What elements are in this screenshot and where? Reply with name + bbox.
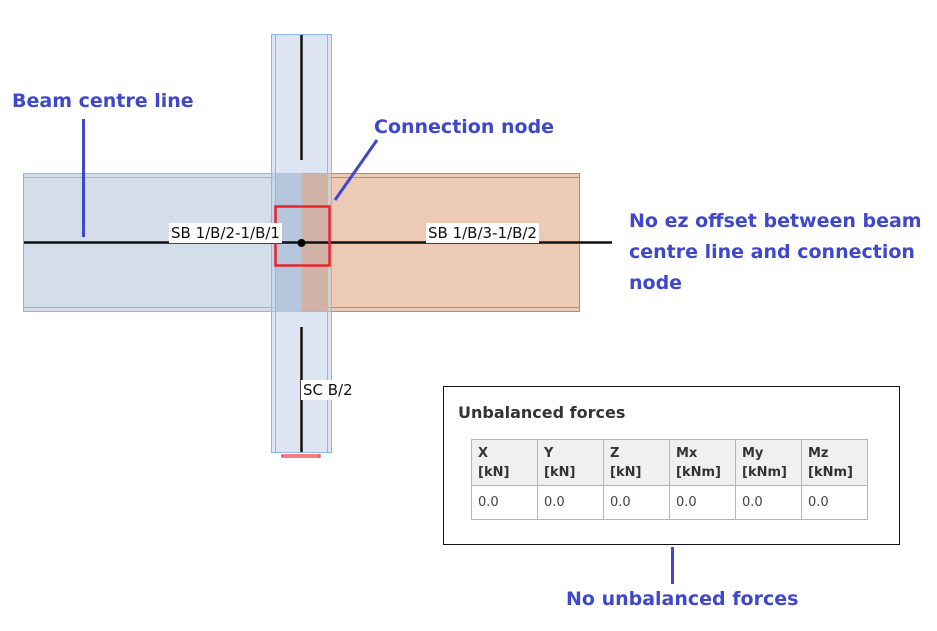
column-header-mx: Mx[kNm] bbox=[669, 439, 736, 486]
column-header-x: X[kN] bbox=[471, 439, 538, 486]
annotation-no-offset-line-1: No ez offset between beam bbox=[629, 210, 922, 232]
connection-node-dot[interactable] bbox=[297, 239, 306, 247]
annotation-no-offset-line-3: node bbox=[629, 272, 683, 294]
value-mz: 0.0 bbox=[801, 485, 868, 520]
column-header-my: My[kNm] bbox=[735, 439, 802, 486]
left-beam-label: SB 1/B/2-1/B/1 bbox=[169, 223, 282, 243]
column-header-mz: Mz[kNm] bbox=[801, 439, 868, 486]
annotation-no-offset-line-2: centre line and connection bbox=[629, 241, 915, 263]
annotation-beam-centre-line: Beam centre line bbox=[12, 90, 194, 112]
column-base-marker bbox=[281, 454, 321, 458]
column-label: SC B/2 bbox=[301, 380, 355, 400]
column-header-z: Z[kN] bbox=[603, 439, 670, 486]
annotation-connection-node: Connection node bbox=[374, 116, 555, 138]
unbalanced-forces-table: X[kN] Y[kN] Z[kN] Mx[kNm] My[kNm] Mz[kNm… bbox=[471, 439, 868, 520]
unbalanced-forces-panel: Unbalanced forces X[kN] Y[kN] Z[kN] Mx[k… bbox=[443, 386, 900, 545]
value-my: 0.0 bbox=[735, 485, 802, 520]
value-mx: 0.0 bbox=[669, 485, 736, 520]
value-z: 0.0 bbox=[603, 485, 670, 520]
value-x: 0.0 bbox=[471, 485, 538, 520]
value-y: 0.0 bbox=[537, 485, 604, 520]
panel-title: Unbalanced forces bbox=[458, 403, 626, 422]
right-beam-label: SB 1/B/3-1/B/2 bbox=[426, 223, 539, 243]
annotation-no-offset: No ez offset between beam centre line an… bbox=[629, 206, 922, 299]
table-row: 0.0 0.0 0.0 0.0 0.0 0.0 bbox=[471, 485, 868, 520]
leader-connection-node bbox=[333, 139, 379, 201]
annotation-no-unbalanced: No unbalanced forces bbox=[566, 588, 799, 610]
table-header-row: X[kN] Y[kN] Z[kN] Mx[kNm] My[kNm] Mz[kNm… bbox=[471, 439, 868, 486]
column-header-y: Y[kN] bbox=[537, 439, 604, 486]
